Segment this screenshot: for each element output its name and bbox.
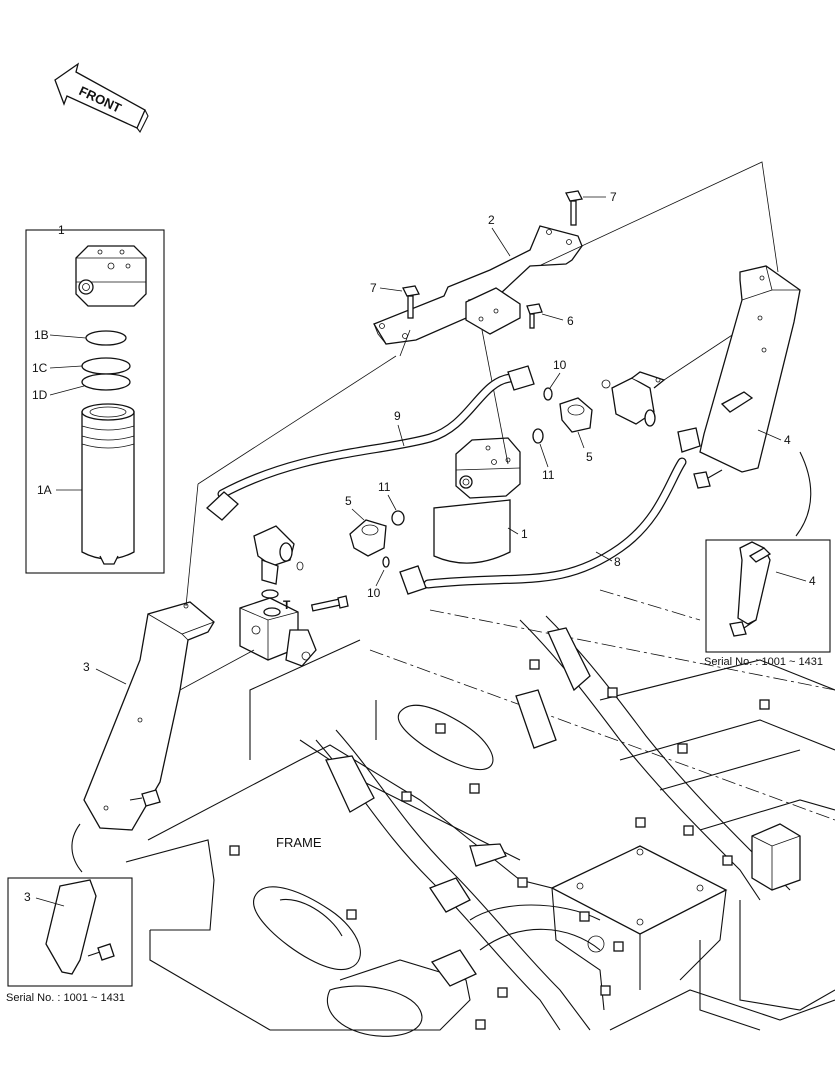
bolt-bracket-4 — [693, 469, 723, 489]
callout-5-right: 5 — [586, 450, 593, 464]
callout-1-detail: 1 — [58, 223, 65, 237]
o-ring-port — [261, 589, 279, 599]
serial-label-right: Serial No. : 1001 ~ 1431 — [704, 656, 823, 668]
callout-1D: 1D — [32, 388, 48, 402]
bolt-7-top — [565, 190, 583, 226]
hose-8 — [399, 427, 701, 595]
serial-inset-right: 4 — [705, 539, 831, 653]
bolt-6 — [526, 303, 543, 329]
callout-4: 4 — [784, 433, 791, 447]
o-ring-10-top — [543, 387, 553, 401]
callout-7-top: 7 — [610, 190, 617, 204]
port-T-label: T — [283, 598, 291, 612]
tee-fitting — [253, 525, 304, 585]
bolt-7-left — [402, 285, 420, 319]
valve-block — [239, 597, 317, 667]
o-ring-1B — [85, 330, 127, 346]
front-direction-arrow: FRONT — [54, 62, 149, 134]
o-ring-1D — [81, 373, 131, 391]
bolt-bracket-3 — [129, 789, 161, 807]
callout-1A: 1A — [37, 483, 52, 497]
callout-8: 8 — [614, 555, 621, 569]
callout-3: 3 — [83, 660, 90, 674]
serial-inset-left: 3 — [7, 877, 133, 987]
filter-head — [75, 245, 147, 307]
filter-detail-box: 1 1B 1C 1D 1A — [25, 223, 165, 574]
callout-10-top: 10 — [553, 358, 567, 372]
callout-11-right: 11 — [542, 468, 555, 482]
o-ring-10-bottom — [382, 556, 390, 568]
o-ring-11-right — [532, 428, 544, 444]
machine-frame — [125, 589, 835, 1037]
callout-2: 2 — [488, 213, 495, 227]
callout-3-inset: 3 — [24, 890, 31, 904]
callout-6: 6 — [567, 314, 574, 328]
callout-1B: 1B — [34, 328, 49, 342]
callout-7-left: 7 — [370, 281, 377, 295]
callout-5-left: 5 — [345, 494, 352, 508]
callout-9: 9 — [394, 409, 401, 423]
check-valve — [601, 371, 666, 427]
o-ring-11-left — [391, 510, 405, 526]
callout-1C: 1C — [32, 361, 48, 375]
elbow-fitting-5-left — [349, 519, 387, 557]
callout-4-inset: 4 — [809, 574, 816, 588]
bolt-block — [310, 595, 349, 612]
elbow-fitting-5-right — [559, 397, 593, 433]
bracket-2 — [373, 225, 583, 345]
filter-element-1A — [81, 403, 135, 565]
callout-1-main: 1 — [521, 527, 528, 541]
bracket-4 — [699, 265, 801, 473]
serial-label-left: Serial No. : 1001 ~ 1431 — [6, 992, 125, 1004]
filter-assembly-1 — [433, 437, 521, 564]
frame-label: FRAME — [276, 835, 322, 850]
callout-10-bottom: 10 — [367, 586, 381, 600]
o-ring-1C — [81, 357, 131, 375]
bracket-3 — [83, 601, 215, 831]
hose-9 — [206, 365, 535, 521]
callout-11-left: 11 — [378, 480, 391, 494]
